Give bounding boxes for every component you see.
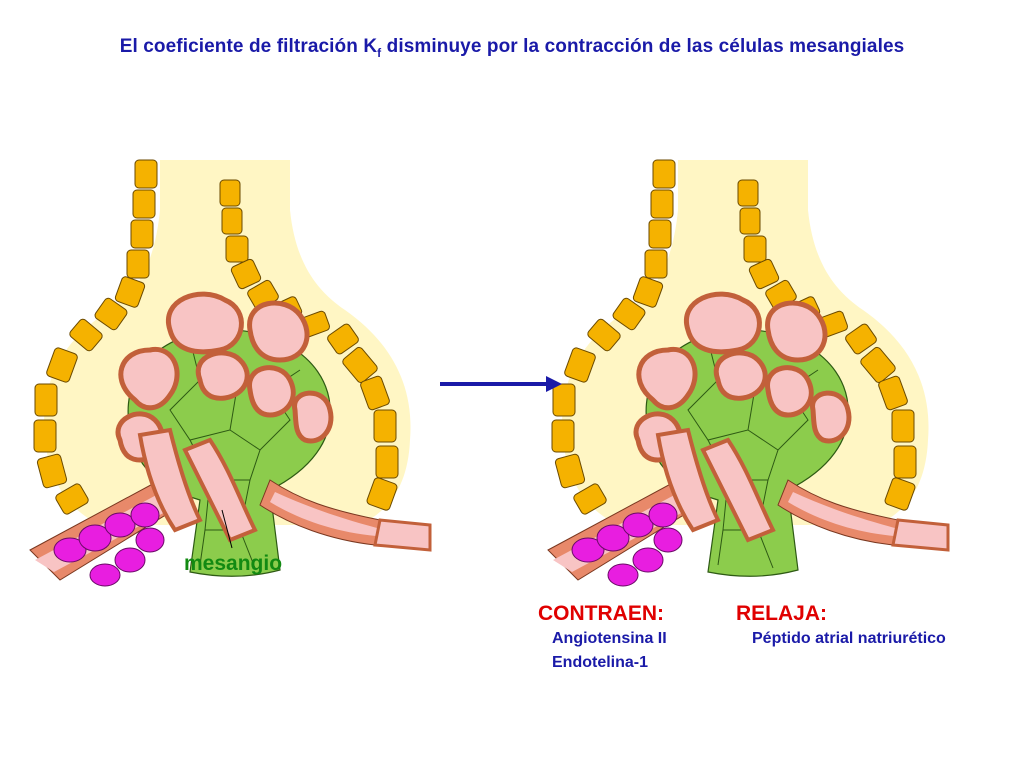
contract-item-endothelin: Endotelina-1 [552, 654, 649, 671]
page-title: El coeficiente de filtración Kf disminuy… [0, 36, 1024, 60]
arrow-right-icon [440, 376, 562, 392]
glomerulus-relaxed [30, 160, 430, 586]
title-text-end: disminuye por la contracción de las célu… [381, 36, 905, 57]
relax-item-anp: Péptido atrial natriurético [752, 630, 946, 647]
contract-item-angiotensin: Angiotensina II [552, 630, 667, 647]
mesangio-label: mesangio [184, 552, 283, 575]
title-text: El coeficiente de filtración K [119, 36, 378, 57]
glomerulus-contracted [548, 160, 948, 586]
contract-heading: CONTRAEN: [538, 602, 664, 625]
title-subscript: f [377, 45, 382, 60]
relax-heading: RELAJA: [736, 602, 828, 625]
mesangio-pointer [221, 509, 233, 549]
